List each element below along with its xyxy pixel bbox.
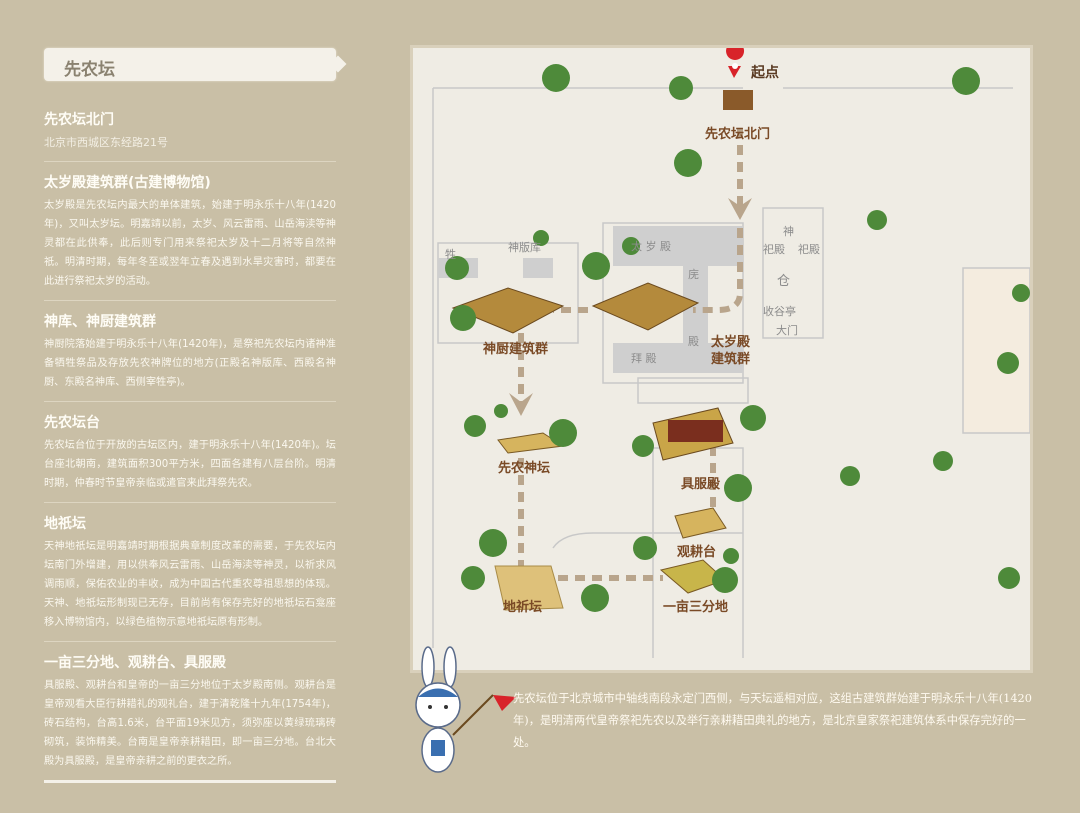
plan-sheng: 牲 (445, 248, 456, 261)
trees (445, 64, 1030, 612)
plan-sidian-w: 祀殿 (763, 243, 785, 256)
plan-buildings (438, 226, 743, 373)
plan-cang: 仓 (777, 274, 791, 289)
rabbit-mascot-icon (415, 646, 516, 773)
section-title: 一亩三分地、观耕台、具服殿 (44, 655, 226, 671)
map-caption: 先农坛位于北京城市中轴线南段永定门西侧，与天坛遥相对应，这组古建筑群始建于明永乐… (513, 692, 1032, 749)
label-north-gate[interactable]: 先农坛北门 (705, 127, 771, 142)
route-arrows (509, 198, 752, 416)
section-title: 太岁殿建筑群(古建博物馆) (44, 175, 211, 191)
plan-sidian-e: 祀殿 (798, 243, 820, 256)
plan-shen: 神 (783, 225, 794, 238)
map-illustration (432, 48, 1030, 658)
panel-title: 先农坛 (44, 48, 336, 81)
start-label: 起点 (751, 65, 779, 81)
section-yimu: 一亩三分地、观耕台、具服殿 具服殿、观耕台和皇帝的一亩三分地位于太岁殿南侧。观耕… (44, 642, 336, 783)
start-pin-icon (726, 48, 745, 78)
section-text: 天神地祇坛是明嘉靖时期根据典章制度改革的需要，于先农坛内坛南门外增建，用以供奉风… (44, 541, 336, 628)
label-taisui-2[interactable]: 建筑群 (711, 352, 751, 367)
section-taisui: 太岁殿建筑群(古建博物馆) 太岁殿是先农坛内最大的单体建筑，始建于明永乐十八年(… (44, 162, 336, 301)
section-text: 太岁殿是先农坛内最大的单体建筑，始建于明永乐十八年(1420年)，又叫太岁坛。明… (44, 200, 336, 287)
address: 北京市西城区东经路21号 (44, 136, 168, 149)
section-shenku: 神库、神厨建筑群 神厨院落始建于明永乐十八年(1420年)，是祭祀先农坛内诸神准… (44, 301, 336, 402)
section-text: 具服殿、观耕台和皇帝的一亩三分地位于太岁殿南侧。观耕台是皇帝观看大臣行耕耤礼的观… (44, 680, 336, 767)
section-text: 神厨院落始建于明永乐十八年(1420年)，是祭祀先农坛内诸神准备牺牲祭品及存放先… (44, 339, 336, 388)
label-guangeng[interactable]: 观耕台 (677, 545, 717, 560)
site-map[interactable]: 起点 先农坛北门 神厨建筑群 太岁殿 建筑群 先农神坛 具服殿 观耕台 地祈坛 … (410, 45, 1033, 673)
plan-shougu: 收谷亭 (763, 305, 796, 318)
route (518, 128, 743, 581)
section-title: 先农坛台 (44, 415, 100, 431)
plan-baidian: 拜 殿 (631, 352, 657, 365)
label-yimu[interactable]: 一亩三分地 (663, 600, 729, 615)
section-diqi: 地祇坛 天神地祇坛是明嘉靖时期根据典章制度改革的需要，于先农坛内坛南门外增建，用… (44, 503, 336, 642)
plan-taisuidian: 太 岁 殿 (631, 240, 671, 253)
plan-damen: 大门 (776, 324, 798, 337)
section-title: 先农坛北门 (44, 112, 114, 128)
plan-shenbanku: 神版库 (508, 241, 541, 254)
section-title: 神库、神厨建筑群 (44, 314, 156, 330)
label-diqi[interactable]: 地祈坛 (503, 600, 543, 615)
label-shenchu[interactable]: 神厨建筑群 (483, 342, 549, 357)
label-taisui-1[interactable]: 太岁殿 (711, 335, 751, 350)
info-panel: 先农坛 先农坛北门 北京市西城区东经路21号 太岁殿建筑群(古建博物馆) 太岁殿… (44, 48, 336, 783)
section-title: 地祇坛 (44, 516, 86, 532)
label-jufu[interactable]: 具服殿 (681, 477, 721, 492)
section-north-gate: 先农坛北门 北京市西城区东经路21号 (44, 99, 336, 162)
buildings (451, 90, 753, 611)
plan-wu: 庑 (688, 268, 699, 281)
section-altar: 先农坛台 先农坛台位于开放的古坛区内，建于明永乐十八年(1420年)。坛台座北朝… (44, 402, 336, 503)
section-text: 先农坛台位于开放的古坛区内，建于明永乐十八年(1420年)。坛台座北朝南，建筑面… (44, 440, 336, 489)
plan-dian: 殿 (688, 335, 699, 348)
label-shennong-altar[interactable]: 先农神坛 (498, 461, 551, 476)
